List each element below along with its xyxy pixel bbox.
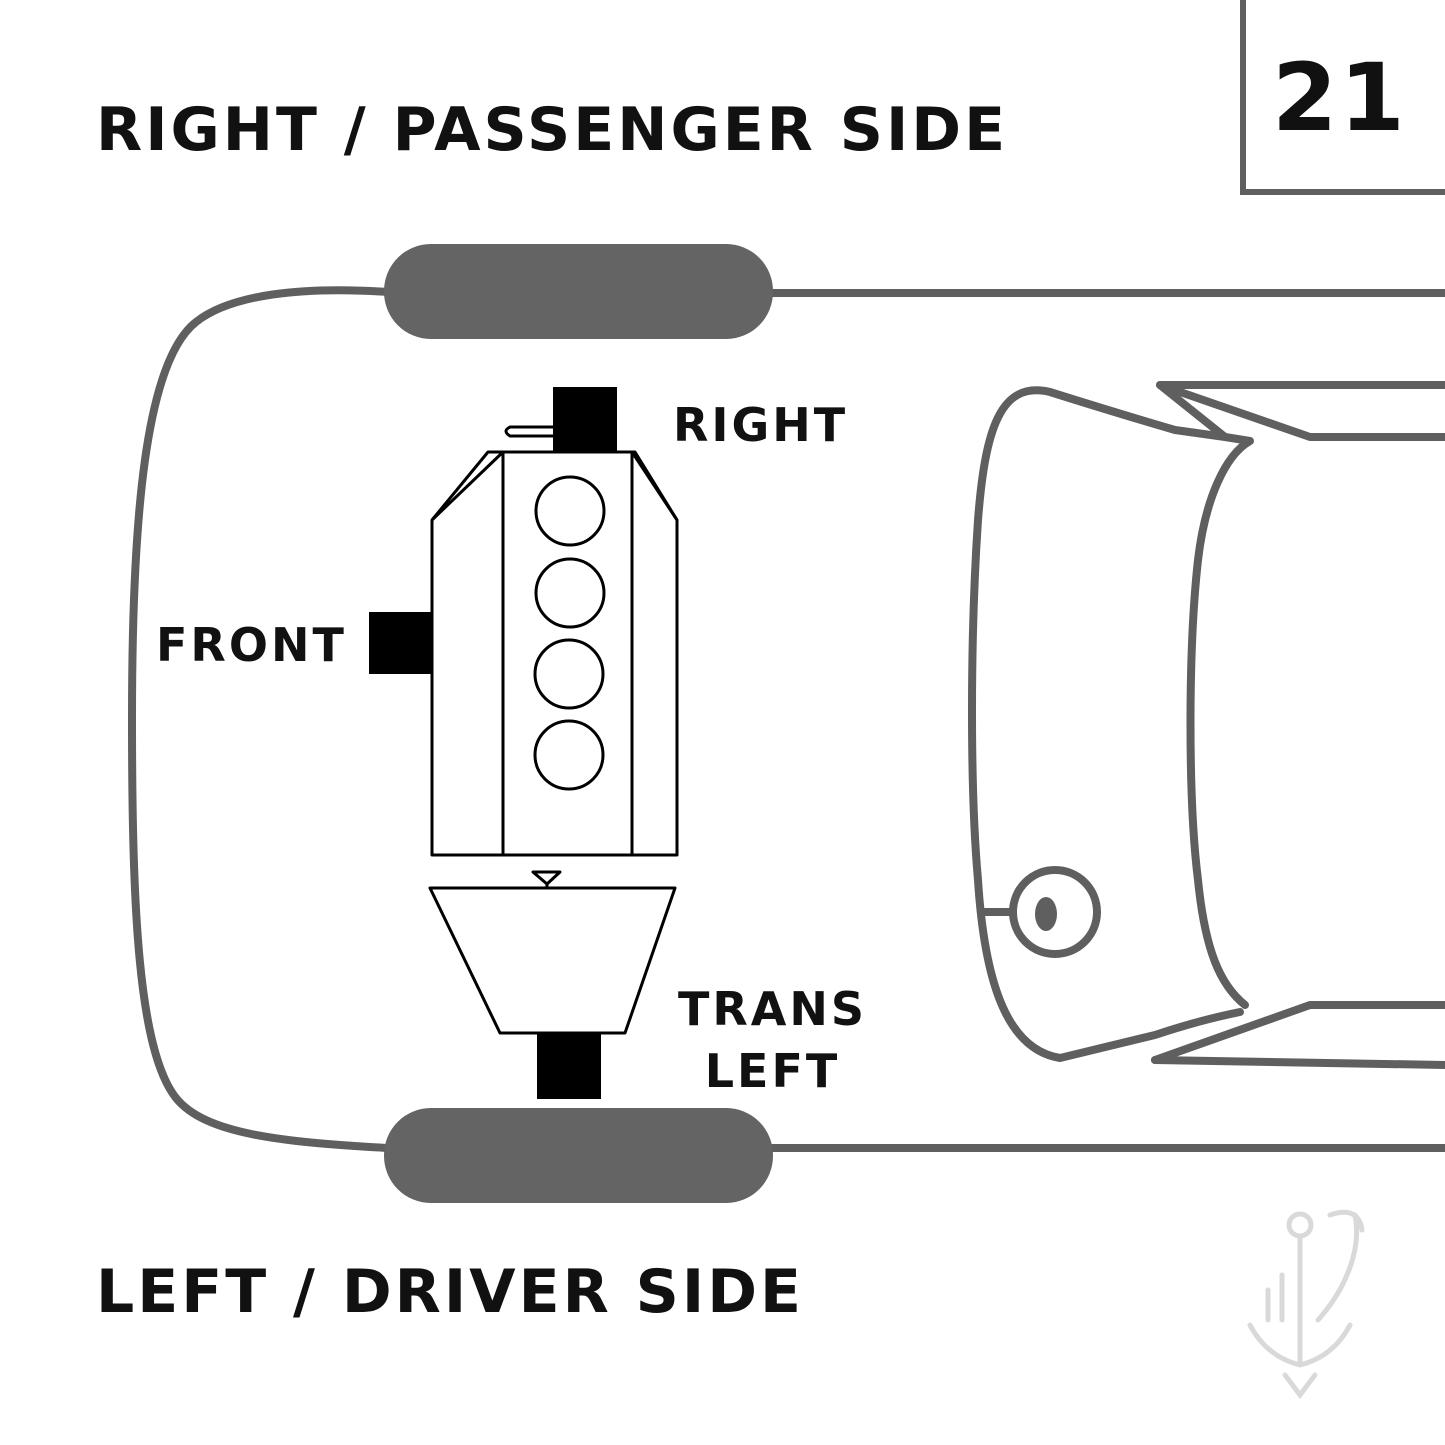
engine-cylinders: [533, 475, 606, 791]
cylinder-3: [533, 638, 605, 710]
steering-wheel-icon: [1009, 866, 1101, 958]
dashboard-outline: [968, 381, 1445, 1069]
diagram-number-box: [1240, 0, 1445, 195]
trans-left-mount: [537, 1033, 601, 1099]
cylinder-4: [533, 719, 605, 791]
car-body-outline: [128, 286, 1445, 1152]
trans-label-line1: TRANS: [678, 982, 868, 1036]
front-mount: [369, 612, 432, 674]
cylinder-1: [534, 475, 606, 547]
right-mount: [553, 387, 617, 452]
passenger-side-label: RIGHT / PASSENGER SIDE: [96, 95, 1009, 165]
cylinder-2: [534, 557, 606, 629]
trans-label-line2: LEFT: [704, 1044, 841, 1098]
trans-left-mount-label: TRANS LEFT: [678, 978, 867, 1102]
front-right-tire: [384, 244, 773, 339]
front-left-tire: [384, 1108, 773, 1203]
brand-logo-watermark: [1247, 1209, 1365, 1400]
diagram-number: 21: [1272, 44, 1407, 153]
front-mount-label: FRONT: [156, 618, 347, 672]
driver-side-label: LEFT / DRIVER SIDE: [96, 1257, 804, 1327]
engine-block-icon: [430, 425, 679, 857]
transmission-icon: [428, 870, 677, 1035]
right-mount-label: RIGHT: [673, 398, 849, 452]
